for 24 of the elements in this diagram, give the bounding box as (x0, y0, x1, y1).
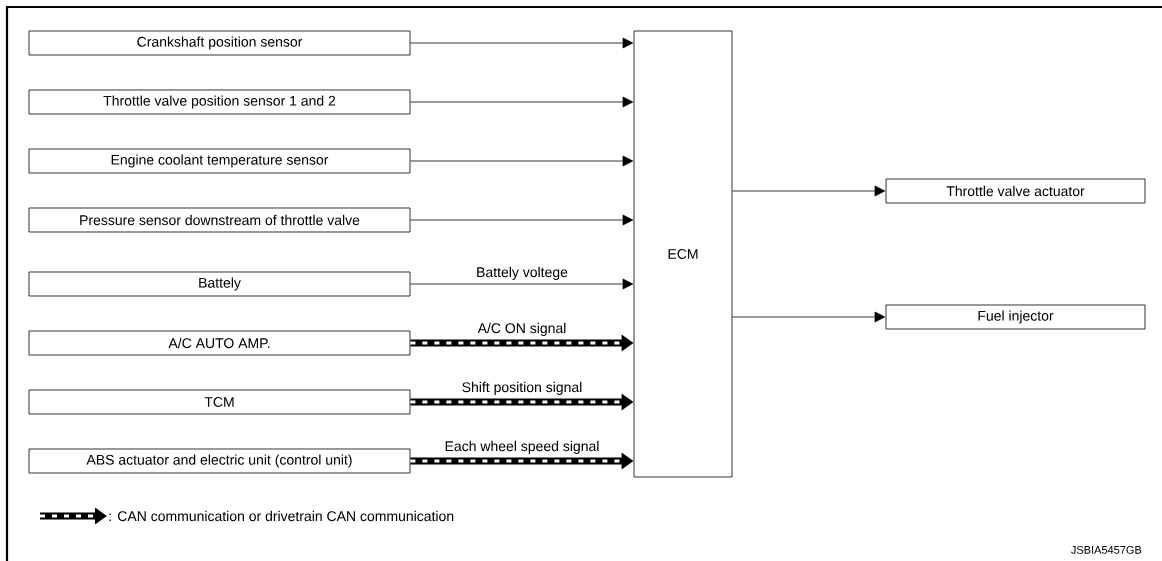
component-box: Crankshaft position sensor (28, 30, 411, 56)
component-box: Engine coolant temperature sensor (28, 148, 411, 174)
component-box: Battely (28, 271, 411, 297)
component-box: Fuel injector (885, 304, 1146, 330)
arrow (410, 155, 634, 167)
arrow (410, 37, 634, 49)
component-box: A/C AUTO AMP. (28, 330, 411, 356)
arrow (732, 311, 886, 323)
legend-text: : CAN communication or drivetrain CAN communication (109, 510, 454, 522)
component-box: Pressure sensor downstream of throttle valve (28, 207, 411, 233)
component-box: TCM (28, 389, 411, 415)
edge-label: A/C ON signal (476, 321, 568, 337)
arrow (410, 214, 634, 226)
arrow (410, 96, 634, 108)
arrow (732, 185, 886, 197)
component-box: Throttle valve actuator (885, 178, 1146, 204)
edge-label: Shift position signal (460, 380, 584, 396)
component-box: Throttle valve position sensor 1 and 2 (28, 89, 411, 115)
control-unit-box: ECM (633, 30, 733, 478)
arrow (410, 278, 634, 290)
edge-label: Battely voltege (475, 265, 569, 281)
edge-label: Each wheel speed signal (443, 439, 601, 455)
component-box: ABS actuator and electric unit (control unit) (28, 448, 411, 474)
figure-code: JSBIA5457GB (1071, 546, 1142, 554)
